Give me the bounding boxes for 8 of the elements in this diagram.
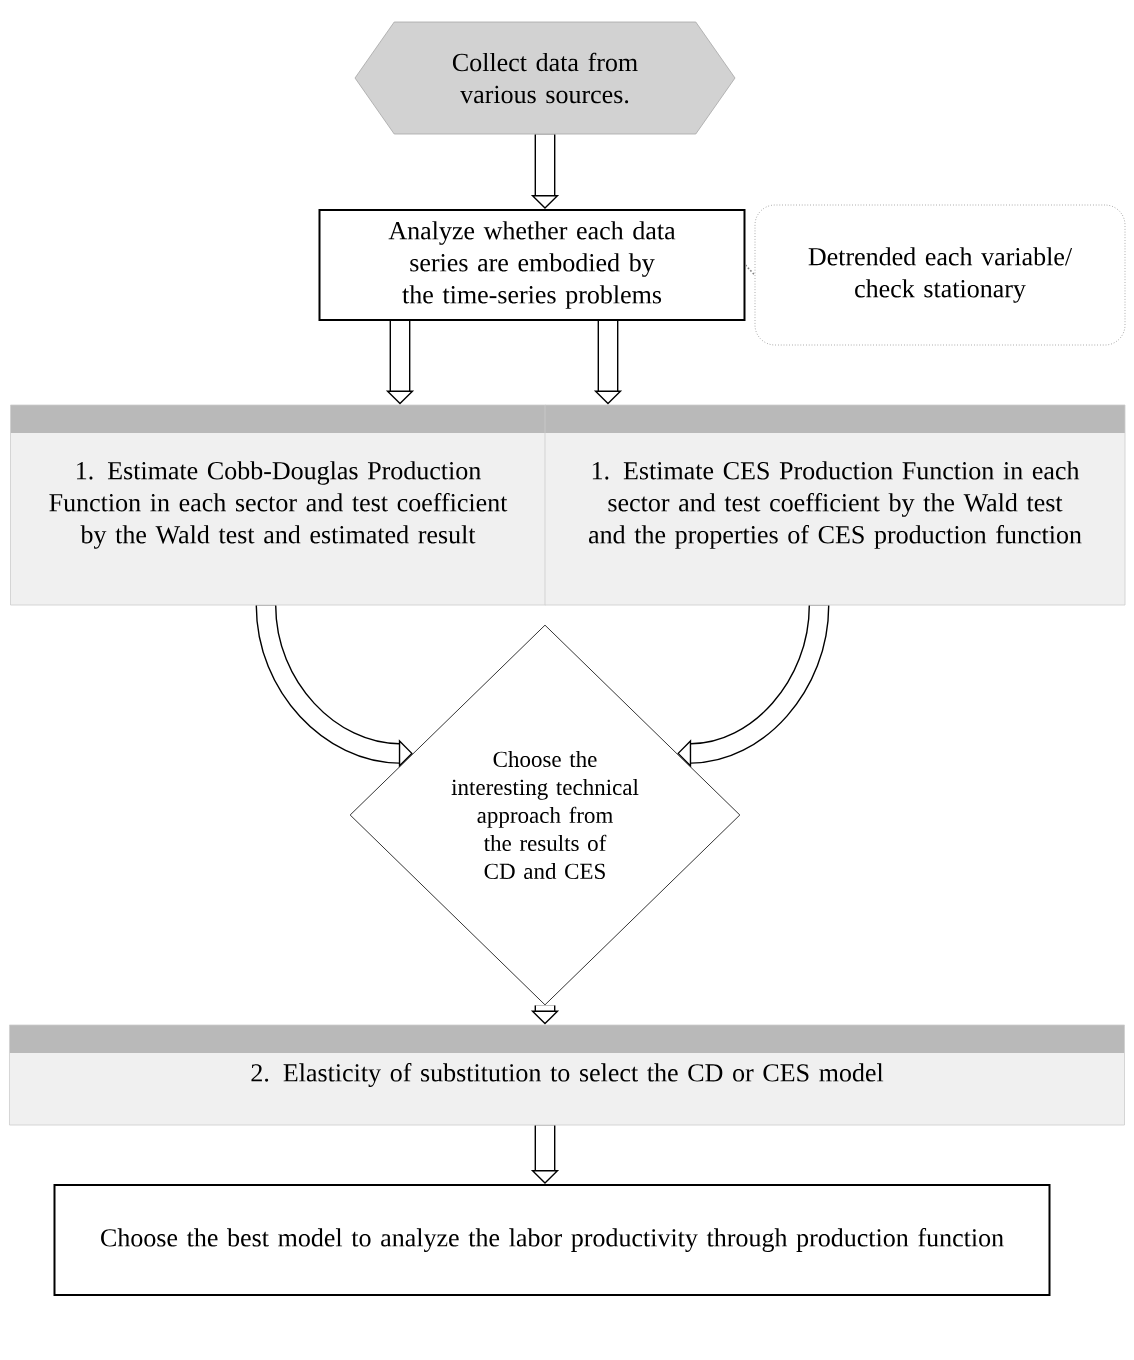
bevel-box: 1. Estimate Cobb-Douglas Production Function in each sector and test coefficient by the Wald test and estimated result: [10, 404, 546, 606]
process-box: Choose the best model to analyze the labor productivity through production function: [53, 1184, 1051, 1296]
process-box: Analyze whether each data series are embodied by the time-series problems: [318, 209, 746, 321]
rounded-box: Detrended each variable/ check stationary: [754, 204, 1126, 346]
bevel-box: 1. Estimate CES Production Function in each sector and test coefficient by the Wald test and the properties of CES production function: [544, 404, 1126, 606]
block-arrow: [677, 604, 830, 768]
connector-line: [744, 264, 756, 276]
bevel-box: 2. Elasticity of substitution to select the CD or CES model: [9, 1024, 1125, 1126]
